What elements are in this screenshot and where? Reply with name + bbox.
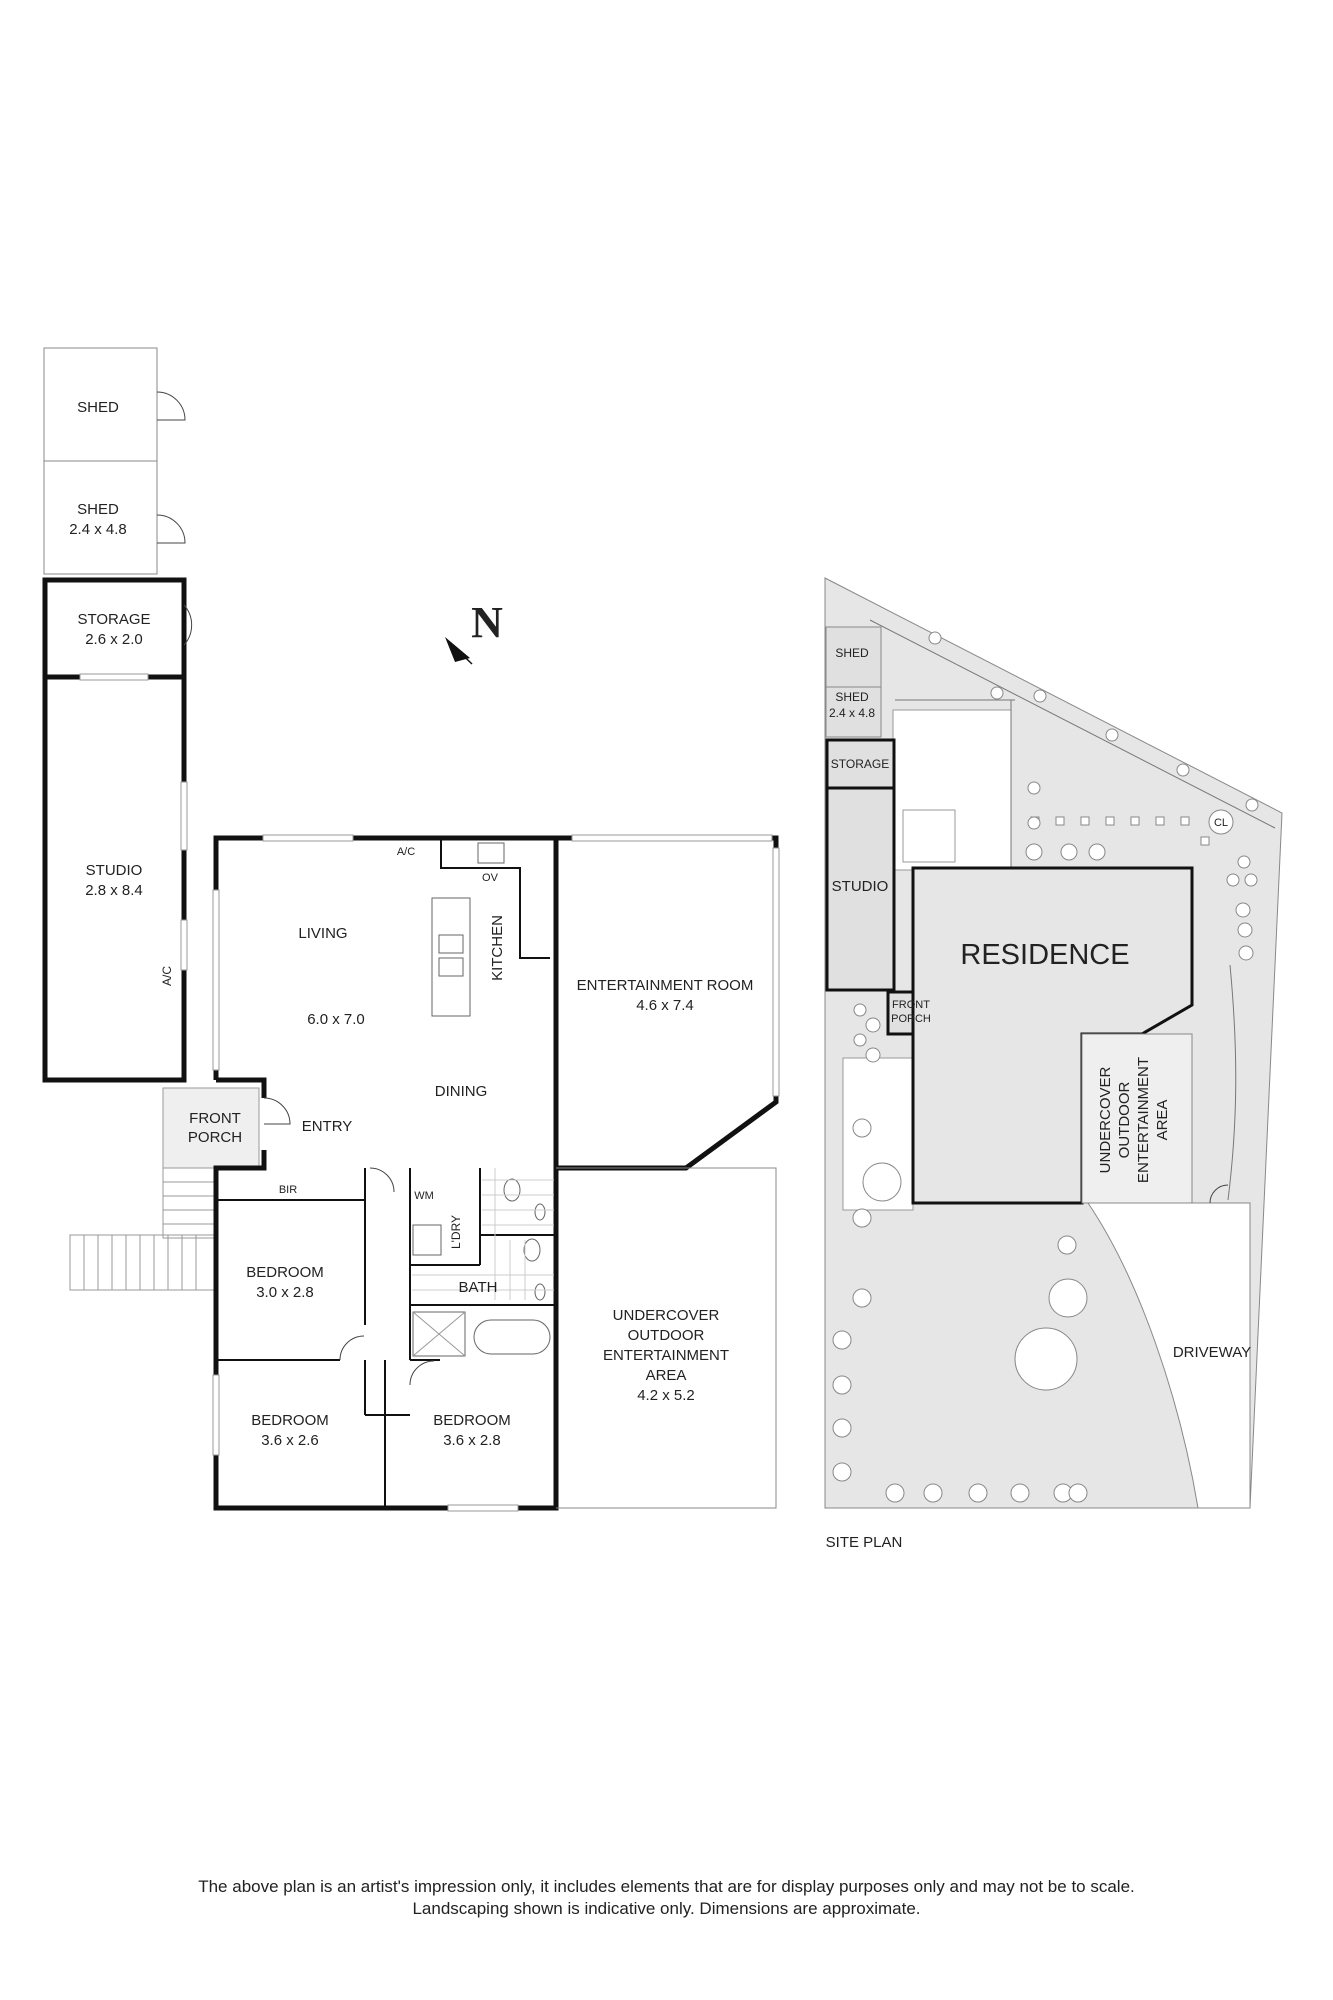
- wm-label: WM: [414, 1190, 434, 1202]
- shed-top-label: SHED: [77, 399, 119, 416]
- bedroom-2-size: 3.6 x 2.6: [261, 1432, 319, 1449]
- storage-label: STORAGE: [77, 611, 150, 628]
- outdoor-area-label-3: ENTERTAINMENT: [603, 1347, 729, 1364]
- bedroom-1-size: 3.0 x 2.8: [256, 1284, 314, 1301]
- bedroom-3-size: 3.6 x 2.8: [443, 1432, 501, 1449]
- front-porch-label-1: FRONT: [189, 1110, 241, 1127]
- shed-bottom-size: 2.4 x 4.8: [69, 521, 127, 538]
- site-studio-label: STUDIO: [832, 878, 889, 895]
- bedroom-3-label: BEDROOM: [433, 1412, 511, 1429]
- site-outdoor-area-label-4: AREA: [1154, 1100, 1171, 1141]
- disclaimer: The above plan is an artist's impression…: [0, 1876, 1333, 1920]
- bir-label: BIR: [279, 1184, 297, 1196]
- site-shed-top-label: SHED: [835, 646, 869, 660]
- entertainment-room-size: 4.6 x 7.4: [636, 997, 694, 1014]
- disclaimer-line-2: Landscaping shown is indicative only. Di…: [412, 1899, 921, 1918]
- site-storage-label: STORAGE: [831, 757, 889, 771]
- entry-label: ENTRY: [302, 1118, 353, 1135]
- bedroom-2-label: BEDROOM: [251, 1412, 329, 1429]
- site-shed-bottom-size: 2.4 x 4.8: [829, 706, 875, 720]
- floor-plan-labels: SHED SHED 2.4 x 4.8 STORAGE 2.6 x 2.0 ST…: [69, 399, 753, 1449]
- living-size: 6.0 x 7.0: [307, 1011, 365, 1028]
- outdoor-area-size: 4.2 x 5.2: [637, 1387, 695, 1404]
- kitchen-label: KITCHEN: [489, 915, 506, 981]
- outdoor-area-label-2: OUTDOOR: [628, 1327, 705, 1344]
- entertainment-room-label: ENTERTAINMENT ROOM: [577, 977, 754, 994]
- site-plan: [824, 577, 1283, 1509]
- residence-label: RESIDENCE: [960, 939, 1129, 971]
- laundry-label: L'DRY: [449, 1215, 463, 1249]
- site-outdoor-area-label-1: UNDERCOVER: [1097, 1066, 1114, 1173]
- floor-plan: [42, 347, 780, 1512]
- site-outdoor-area-label-3: ENTERTAINMENT: [1135, 1057, 1152, 1183]
- driveway-label: DRIVEWAY: [1173, 1344, 1251, 1361]
- disclaimer-line-1: The above plan is an artist's impression…: [198, 1877, 1135, 1896]
- bath-label: BATH: [459, 1279, 498, 1296]
- clothesline-label: CL: [1214, 817, 1228, 829]
- site-front-porch-label-2: PORCH: [891, 1013, 931, 1025]
- site-front-porch-label-1: FRONT: [892, 999, 930, 1011]
- studio-label: STUDIO: [86, 862, 143, 879]
- studio-ac-label: A/C: [160, 966, 174, 986]
- oven-label: OV: [482, 872, 499, 884]
- site-plan-labels: SHED SHED 2.4 x 4.8 STORAGE STUDIO FRONT…: [826, 646, 1252, 1551]
- site-plan-caption: SITE PLAN: [826, 1534, 903, 1551]
- living-ac-label: A/C: [397, 846, 415, 858]
- site-shed-bottom-label: SHED: [835, 690, 869, 704]
- storage-size: 2.6 x 2.0: [85, 631, 143, 648]
- north-label: N: [471, 598, 503, 647]
- outdoor-area-label-1: UNDERCOVER: [613, 1307, 720, 1324]
- shed-bottom-label: SHED: [77, 501, 119, 518]
- studio-size: 2.8 x 8.4: [85, 882, 143, 899]
- site-outdoor-area-label-2: OUTDOOR: [1116, 1082, 1133, 1159]
- dining-label: DINING: [435, 1083, 488, 1100]
- north-compass: N: [445, 598, 503, 665]
- outdoor-area-label-4: AREA: [646, 1367, 687, 1384]
- bedroom-1-label: BEDROOM: [246, 1264, 324, 1281]
- living-label: LIVING: [298, 925, 347, 942]
- front-porch-label-2: PORCH: [188, 1129, 242, 1146]
